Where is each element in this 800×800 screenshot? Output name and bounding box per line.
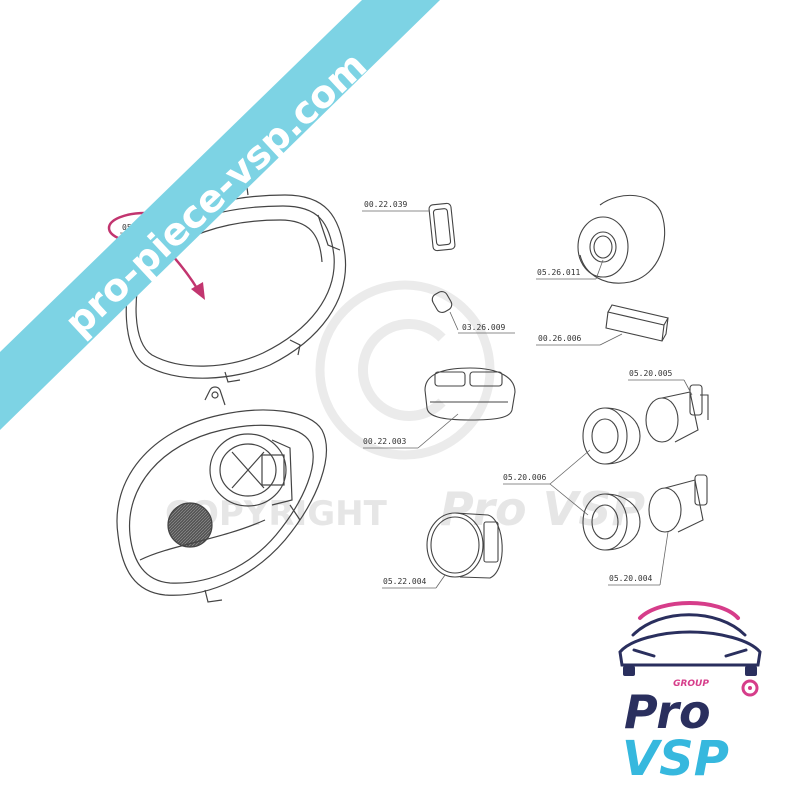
label-00-26-006: 00.26.006	[538, 334, 582, 343]
label-05-20-006: 05.20.006	[503, 473, 547, 482]
provsp-logo: GROUP Pro VSP	[618, 601, 762, 787]
label-00-22-039: 00.22.039	[364, 200, 408, 209]
logo-vsp-text: VSP	[622, 731, 729, 787]
part-05-20-004	[608, 474, 708, 586]
part-05-22-004	[382, 512, 503, 589]
part-03-26-009	[431, 290, 515, 334]
copyright-watermark: COPYRIGHT Pro VSP	[165, 280, 645, 536]
logo-group-text: GROUP	[673, 679, 709, 689]
gear-icon	[741, 679, 759, 697]
watermark-brand-text: Pro VSP	[440, 482, 645, 536]
part-00-22-039	[362, 202, 456, 252]
headlamp-rear-drawing	[116, 386, 327, 603]
label-05-20-005: 05.20.005	[629, 369, 673, 378]
label-05-26-011: 05.26.011	[537, 268, 581, 277]
label-00-22-003: 00.22.003	[363, 437, 407, 446]
part-05-26-011	[536, 194, 666, 284]
part-05-20-006	[503, 407, 641, 551]
label-03-26-009: 03.26.009	[462, 323, 506, 332]
logo-pro-text: Pro	[624, 685, 711, 739]
website-banner-text: pro-piece-vsp.com	[56, 43, 375, 345]
part-00-22-003	[363, 367, 516, 449]
part-00-26-006	[536, 304, 669, 346]
label-05-22-004: 05.22.004	[383, 577, 427, 586]
car-silhouette-icon	[618, 601, 762, 676]
label-05-20-004: 05.20.004	[609, 574, 653, 583]
part-05-20-005	[628, 379, 709, 443]
